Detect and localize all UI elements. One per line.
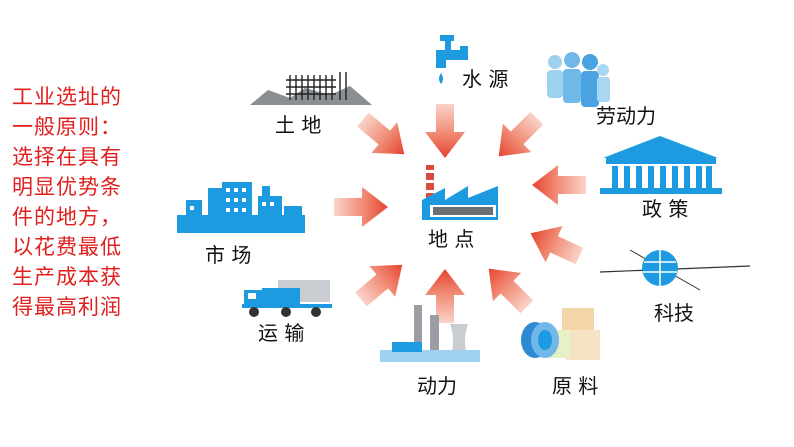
raw-material-icon <box>521 308 600 360</box>
principle-line: 生产成本获 <box>12 265 122 289</box>
market-label: 市 场 <box>205 243 251 267</box>
arrow-from-tech <box>530 226 584 265</box>
policy-label: 政 策 <box>642 197 688 221</box>
people-icon <box>547 52 610 107</box>
principle-line: 以花费最低 <box>12 235 122 259</box>
principle-line: 一般原则： <box>12 115 122 139</box>
principle-text: 工业选址的 一般原则： 选择在具有 明显优势条 件的地方， 以花费最低 生产成本… <box>12 82 142 322</box>
arrow-from-market <box>334 187 388 227</box>
factory-icon <box>422 165 498 220</box>
satellite-icon <box>599 249 751 291</box>
arrows <box>334 104 586 323</box>
water-label: 水 源 <box>462 67 508 91</box>
arrow-from-transport <box>355 264 403 307</box>
tech-label: 科技 <box>654 301 694 325</box>
arrow-from-power <box>425 269 465 323</box>
power-label: 动力 <box>417 374 457 398</box>
arrow-from-land <box>357 112 405 155</box>
principle-line: 件的地方， <box>12 205 122 229</box>
arrow-from-water <box>425 104 465 158</box>
truck-icon <box>242 280 332 317</box>
faucet-icon <box>436 35 468 84</box>
arrow-from-raw <box>488 268 534 314</box>
principle-line: 工业选址的 <box>12 85 122 109</box>
principle-line: 选择在具有 <box>12 145 122 169</box>
government-building-icon <box>600 136 722 194</box>
raw-label: 原 料 <box>552 374 598 398</box>
power-plant-icon <box>380 305 480 362</box>
principle-line: 得最高利润 <box>12 295 122 319</box>
center-label: 地 点 <box>428 227 474 251</box>
land-icon <box>250 72 372 105</box>
arrow-from-policy <box>532 165 586 205</box>
transport-label: 运 输 <box>258 321 304 345</box>
arrow-from-labor <box>498 111 544 157</box>
city-buildings-icon <box>177 182 305 233</box>
principle-line: 明显优势条 <box>12 175 122 199</box>
labor-label: 劳动力 <box>596 104 656 128</box>
land-label: 土 地 <box>275 113 321 137</box>
